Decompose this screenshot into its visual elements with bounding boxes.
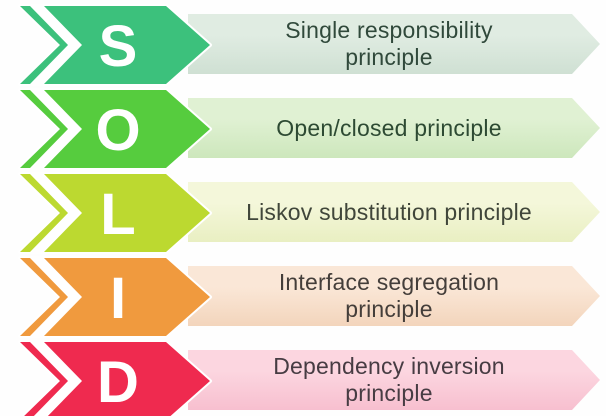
principle-banner: Single responsibility principle (188, 14, 600, 74)
principle-banner: Interface segregation principle (188, 266, 600, 326)
principle-label: Single responsibility principle (285, 17, 493, 70)
arrow-body-shape (18, 172, 212, 254)
principle-banner: Dependency inversion principle (188, 350, 600, 410)
chevron-notch-icon (30, 6, 82, 84)
principle-label: Liskov substitution principle (246, 198, 532, 225)
principle-row-single-responsibility: Single responsibility principle S (0, 4, 606, 86)
principle-label: Open/closed principle (276, 114, 502, 141)
principle-letter: I (110, 266, 126, 331)
arrow-body-shape (18, 88, 212, 170)
principle-letter: S (99, 14, 138, 79)
principle-row-dependency-inversion: Dependency inversion principle D (0, 340, 606, 416)
arrow-body-shape (18, 256, 212, 338)
principle-row-liskov-substitution: Liskov substitution principle L (0, 172, 606, 254)
principle-letter: O (95, 98, 140, 163)
letter-arrow: I (18, 256, 212, 338)
principle-row-open-closed: Open/closed principle O (0, 88, 606, 170)
letter-arrow: D (18, 340, 212, 416)
principle-row-interface-segregation: Interface segregation principle I (0, 256, 606, 338)
arrow-body-shape (18, 4, 212, 86)
chevron-notch-icon (30, 258, 82, 336)
principle-letter: D (97, 350, 139, 415)
chevron-notch-icon (30, 90, 82, 168)
letter-arrow: O (18, 88, 212, 170)
arrow-body-shape (18, 340, 212, 416)
principle-banner: Open/closed principle (188, 98, 600, 158)
principle-banner: Liskov substitution principle (188, 182, 600, 242)
principle-letter: L (100, 182, 135, 247)
principle-label: Interface segregation principle (278, 269, 500, 322)
chevron-notch-icon (30, 174, 82, 252)
letter-arrow: L (18, 172, 212, 254)
chevron-notch-icon (30, 342, 82, 416)
principle-label: Dependency inversion principle (273, 353, 505, 406)
letter-arrow: S (18, 4, 212, 86)
